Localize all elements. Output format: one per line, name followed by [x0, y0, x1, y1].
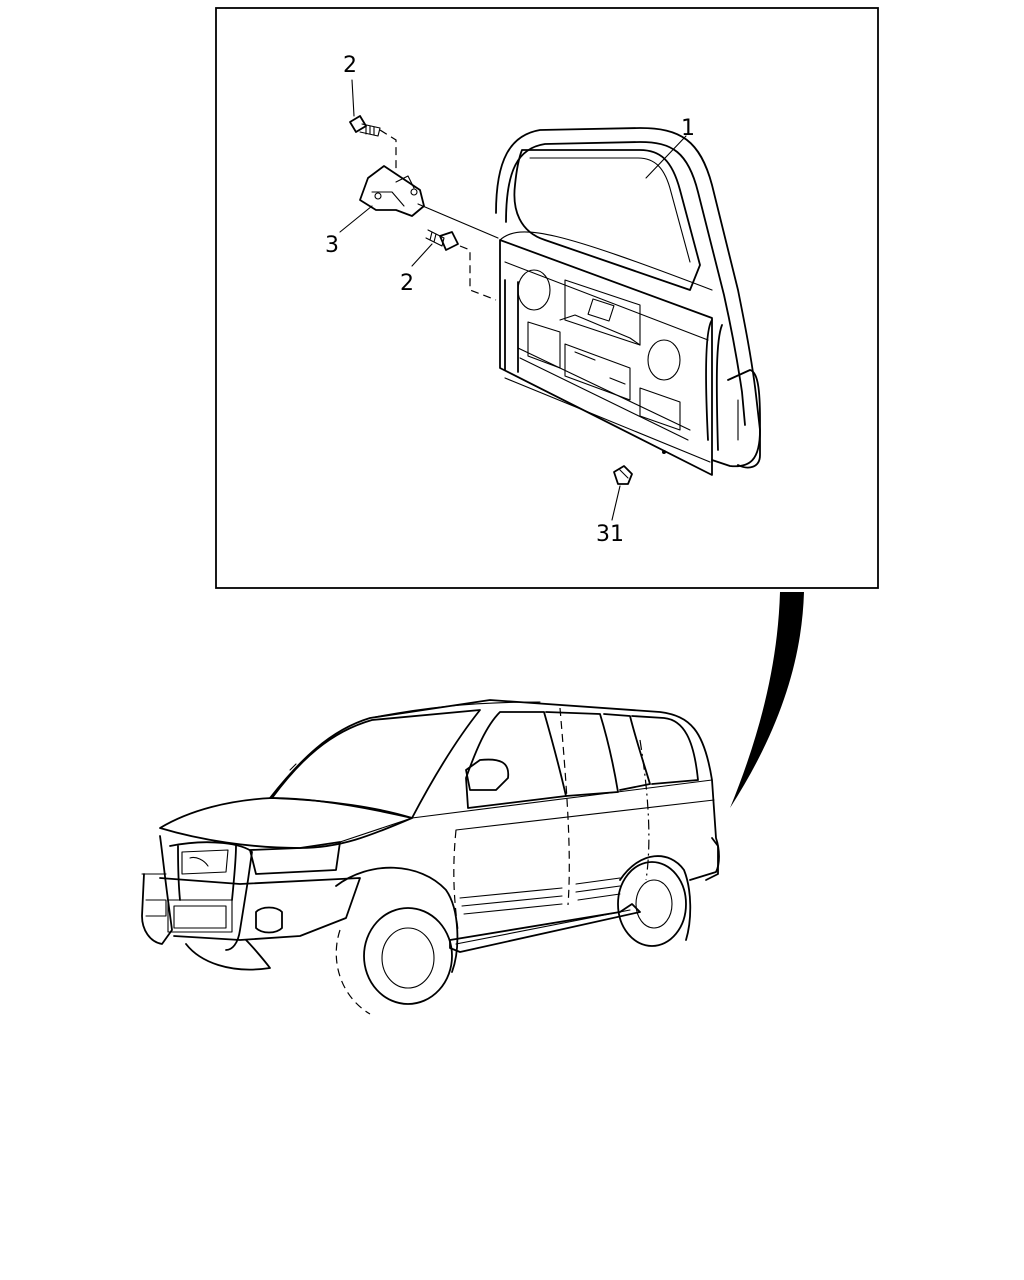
- bolt-lower: [425, 229, 459, 251]
- callout-part-2-upper: 2: [343, 53, 357, 78]
- mounting-bracket: [359, 165, 425, 217]
- callout-part-2-lower: 2: [400, 271, 414, 296]
- leader-line-31: [611, 485, 621, 521]
- bolt-upper: [349, 115, 381, 137]
- callout-part-1: 1: [681, 116, 695, 141]
- clip: [613, 465, 633, 485]
- detail-view-frame: [215, 7, 879, 589]
- callout-part-31: 31: [596, 522, 624, 547]
- bracket-guide-line: [417, 203, 499, 239]
- grille-guard-assembly: [495, 127, 761, 476]
- detail-pointer-arrow: [730, 592, 804, 808]
- bolt-guide-line-upper: [379, 129, 397, 172]
- leader-line-2-lower: [411, 243, 433, 267]
- leader-line-1: [645, 135, 687, 179]
- callout-part-3: 3: [325, 233, 339, 258]
- vehicle-illustration: [141, 699, 720, 1015]
- leader-line-3: [339, 205, 373, 233]
- leader-line-2-upper: [351, 79, 355, 117]
- bolt-guide-line-lower: [459, 245, 497, 301]
